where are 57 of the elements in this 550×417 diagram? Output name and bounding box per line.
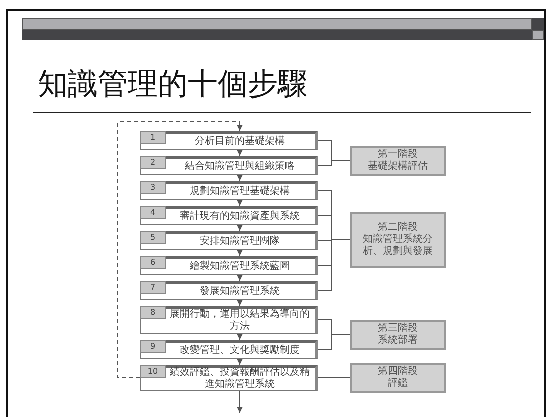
step-number: 9 [140, 340, 166, 353]
arrow [237, 334, 243, 340]
step-label: 分析目前的基礎架構 [195, 136, 285, 148]
bracket-line [318, 334, 350, 350]
phase-label: 基礎架構評估 [368, 161, 428, 173]
phase-label: 知識管理系統分析、規劃與發展 [362, 234, 434, 258]
step-number: 1 [140, 131, 166, 144]
step-box [140, 131, 318, 150]
phase-box [350, 146, 446, 176]
arrow [237, 250, 243, 256]
phase-heading: 第二階段 [378, 222, 418, 234]
phase-box [350, 212, 446, 268]
step-label: 改變管理、文化與獎勵制度 [180, 344, 300, 356]
step-box [140, 231, 318, 250]
phase-heading: 第四階段 [378, 366, 418, 378]
phase-label: 評鑑 [388, 378, 408, 390]
step-label: 審計現有的知識資產與系統 [180, 210, 300, 222]
arrow [237, 274, 243, 282]
phase-label: 系統部署 [378, 335, 418, 347]
arrow [118, 122, 243, 378]
step-box [140, 181, 318, 200]
step-label: 績效評鑑、投資報酬評估以及精進知識管理系統 [169, 367, 311, 391]
step-label: 規劃知識管理基礎架構 [190, 186, 290, 198]
step-number: 2 [140, 156, 166, 169]
arrow [237, 390, 243, 414]
phase-box [350, 320, 446, 350]
step-box [140, 281, 318, 300]
bracket-line [318, 240, 350, 291]
step-number: 5 [140, 231, 166, 244]
step-number: 8 [140, 306, 166, 319]
step-box [140, 256, 318, 275]
step-label: 發展知識管理系統 [200, 286, 280, 298]
step-label: 展開行動，運用以結果為導向的方法 [169, 309, 311, 333]
step-box [140, 156, 318, 175]
step-number: 4 [140, 206, 166, 219]
step-box [140, 340, 318, 359]
step-number: 6 [140, 256, 166, 269]
arrow [237, 174, 243, 182]
phase-heading: 第三階段 [378, 323, 418, 334]
step-box [140, 306, 318, 334]
step-label: 結合知識管理與組織策略 [185, 160, 295, 172]
step-box [140, 206, 318, 225]
step-label: 繪製知識管理系統藍圖 [190, 260, 290, 272]
slide-title: 知識管理的十個步驟 [38, 66, 308, 104]
arrow [237, 300, 243, 306]
step-number: 10 [140, 365, 166, 378]
arrow [237, 150, 243, 156]
step-number: 3 [140, 181, 166, 194]
phase-heading: 第一階段 [378, 149, 418, 160]
arrow [237, 224, 243, 232]
step-box [140, 365, 318, 391]
arrow [237, 358, 243, 366]
bracket-line [318, 160, 350, 166]
arrow [237, 200, 243, 206]
phase-box [350, 363, 446, 393]
step-number: 7 [140, 281, 166, 294]
step-label: 安排知識管理團隊 [200, 236, 280, 248]
